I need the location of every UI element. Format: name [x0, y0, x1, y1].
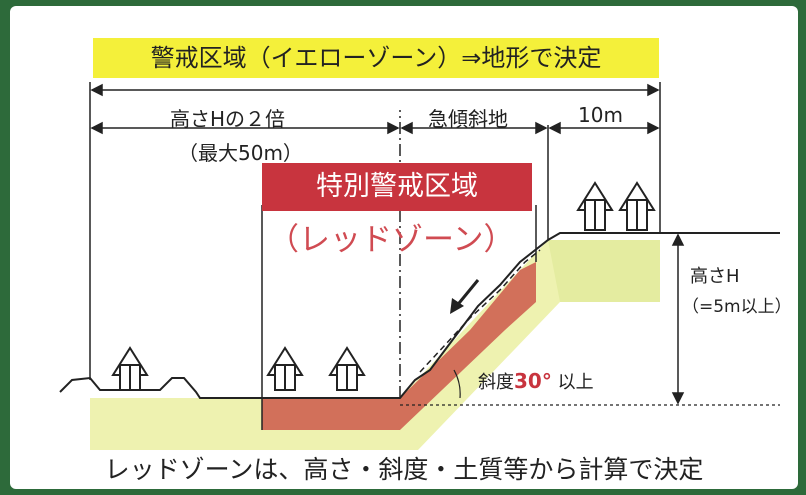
house-icon	[328, 346, 366, 391]
max-label: （最大50m）	[178, 141, 303, 165]
yellow-zone-title: 警戒区域（イエローゾーン）⇒地形で決定	[150, 44, 602, 72]
angle-arc	[453, 369, 461, 399]
height-twice-label: 高さHの２倍	[170, 107, 286, 131]
red-zone-subtitle: （レッドゾーン）	[268, 222, 515, 258]
yellow-zone-upper	[548, 240, 660, 302]
debris-path	[419, 249, 541, 373]
house-icon	[618, 181, 656, 231]
slope-label: 斜度30° 以上	[478, 368, 594, 394]
red-zone-banner	[262, 163, 532, 211]
bottom-caption: レッドゾーンは、高さ・斜度・土質等から計算で決定	[104, 455, 704, 484]
red-zone-area	[262, 262, 536, 430]
steep-slope-label: 急傾斜地	[428, 107, 508, 131]
arrow-down-left-icon	[450, 279, 480, 314]
ten-m-label: 10m	[578, 103, 623, 127]
slope-suffix: 以上	[557, 372, 594, 393]
house-icon	[266, 346, 304, 391]
red-zone-title: 特別警戒区域	[316, 171, 478, 202]
slope-prefix: 斜度	[478, 372, 514, 393]
yellow-zone-banner	[93, 38, 659, 78]
height-h-label: 高さH	[690, 266, 740, 287]
house-icon	[111, 346, 149, 391]
height-h-note: （=5m以上）	[682, 297, 792, 317]
dimension-arrows	[90, 83, 700, 405]
house-icon	[576, 181, 614, 231]
slope-angle: 30°	[514, 369, 552, 393]
